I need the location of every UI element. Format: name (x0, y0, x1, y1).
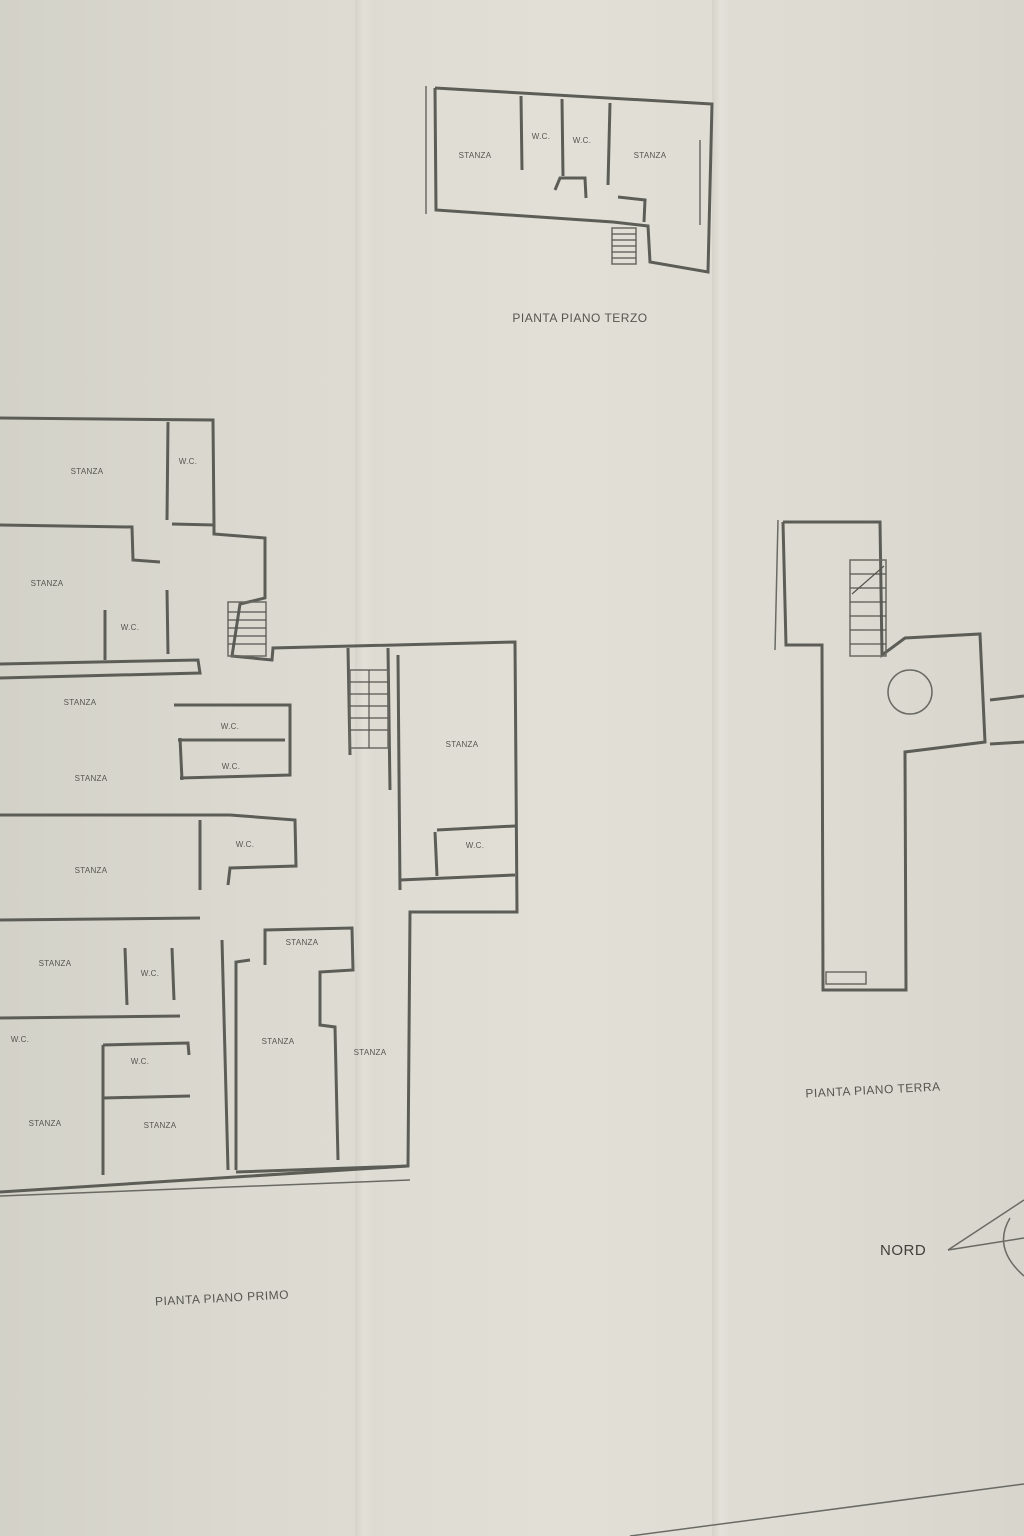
room-label: W.C. (235, 840, 255, 849)
paper-fold (712, 0, 730, 1536)
room-label: W.C. (220, 722, 240, 731)
room-label: STANZA (70, 467, 104, 476)
stair-terra (849, 559, 887, 657)
room-label: STANZA (261, 1037, 295, 1046)
room-label: W.C. (140, 969, 160, 978)
paper-fold (355, 0, 373, 1536)
room-label: W.C. (221, 762, 241, 771)
room-label: W.C. (572, 136, 592, 145)
room-label: W.C. (531, 132, 551, 141)
north-label: NORD (880, 1242, 927, 1259)
stair-primo-b (349, 669, 389, 749)
room-label: STANZA (445, 740, 479, 749)
room-label: STANZA (74, 866, 108, 875)
room-label: STANZA (30, 579, 64, 588)
room-label: STANZA (38, 959, 72, 968)
plan-piano-terra (774, 519, 1024, 992)
room-label: W.C. (465, 841, 485, 850)
room-label: W.C. (130, 1057, 150, 1066)
room-label: W.C. (178, 457, 198, 466)
room-label: STANZA (458, 151, 492, 160)
room-label: STANZA (28, 1119, 62, 1128)
sheet-edge-line (629, 1483, 1024, 1536)
north-arrow-icon (947, 1199, 1024, 1277)
room-label: W.C. (120, 623, 140, 632)
room-label: STANZA (74, 774, 108, 783)
room-label: STANZA (633, 151, 667, 160)
plan-caption: PIANTA PIANO TERZO (512, 311, 648, 325)
stair-primo-a (227, 601, 267, 657)
room-label: STANZA (143, 1121, 177, 1130)
stair-terzo (611, 227, 637, 265)
room-label: STANZA (63, 698, 97, 707)
room-label: STANZA (353, 1048, 387, 1057)
plan-piano-primo (0, 416, 519, 1197)
room-label: W.C. (10, 1035, 30, 1044)
plan-piano-terzo (425, 86, 714, 274)
room-label: STANZA (285, 938, 319, 947)
